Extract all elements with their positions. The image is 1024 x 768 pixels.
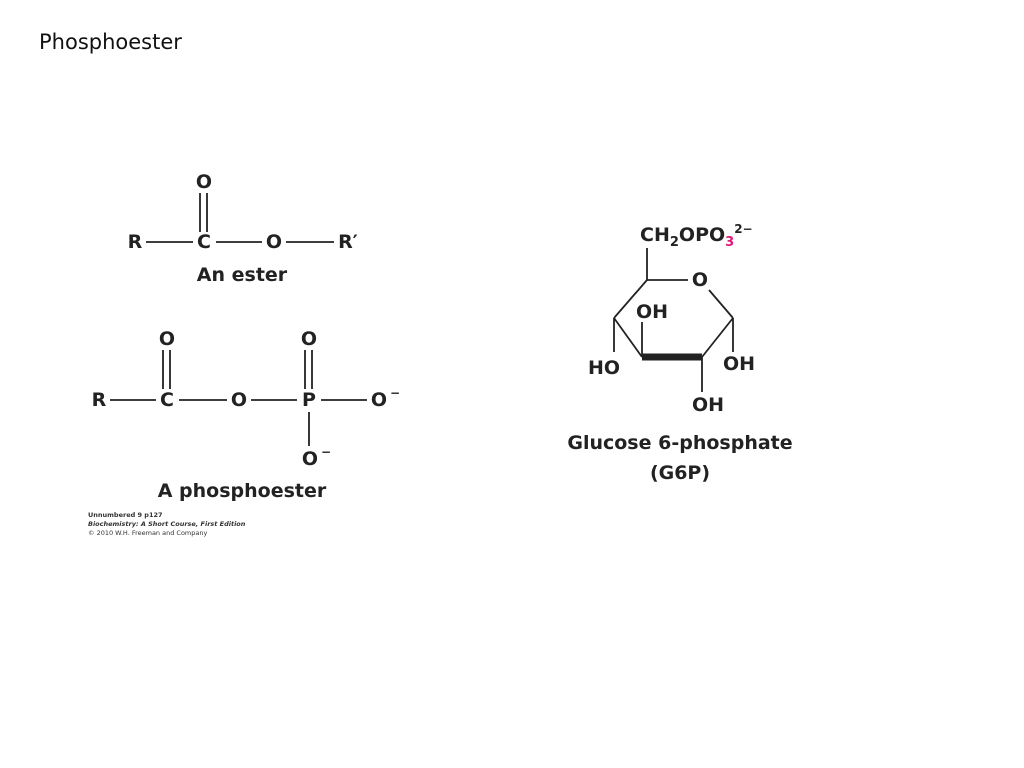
- g6p-substituent: CH2OPO32−: [640, 222, 753, 250]
- ester-r-prime-group: R′: [338, 231, 358, 253]
- g6p-oh-right: OH: [723, 353, 755, 375]
- ester-bridge-oxygen: O: [266, 231, 282, 253]
- g6p-bond-c4-c5: [613, 279, 648, 319]
- phosphoester-right-oxygen: O: [371, 389, 387, 411]
- figure-credit: Unnumbered 9 p127 Biochemistry: A Short …: [88, 511, 246, 537]
- credit-book-title: Biochemistry: A Short Course, First Edit…: [88, 520, 246, 528]
- phosphoester-r-group: R: [92, 389, 107, 411]
- g6p-ho-left: HO: [588, 357, 620, 379]
- slide-title: Phosphoester: [39, 30, 182, 54]
- ester-caption: An ester: [197, 264, 288, 286]
- credit-figure-number: Unnumbered 9 p127: [88, 511, 163, 519]
- phosphoester-right-charge: −: [390, 386, 400, 400]
- g6p-ring-oxygen: O: [692, 269, 708, 291]
- g6p-caption-name: Glucose 6-phosphate: [567, 432, 792, 454]
- g6p-bond-c3-c4: [613, 317, 643, 358]
- ester-r-group: R: [128, 231, 143, 253]
- g6p-caption-abbrev: (G6P): [650, 462, 710, 484]
- phosphoester-caption: A phosphoester: [158, 480, 327, 502]
- g6p-oh-top: OH: [636, 301, 668, 323]
- phosphoester-bottom-oxygen: O: [302, 448, 318, 470]
- credit-copyright: © 2010 W.H. Freeman and Company: [88, 529, 207, 537]
- g6p-bond-c1-c2: [701, 317, 734, 358]
- phosphoester-phosphorus: P: [302, 389, 316, 411]
- phosphoester-structure: O O R C O P O − O − A phosphoester: [92, 328, 400, 502]
- phosphoester-carbonyl-oxygen: O: [159, 328, 175, 350]
- phosphoester-bottom-charge: −: [321, 445, 331, 459]
- phosphoester-bridge-oxygen: O: [231, 389, 247, 411]
- g6p-structure: CH2OPO32− O OH HO OH OH Glucose 6-phosph…: [567, 222, 792, 484]
- ester-carbon: C: [197, 231, 211, 253]
- g6p-bond-o-c1: [708, 289, 734, 319]
- phosphoester-carbon: C: [160, 389, 174, 411]
- phosphoester-phosphoryl-oxygen: O: [301, 328, 317, 350]
- ester-carbonyl-oxygen: O: [196, 171, 212, 193]
- g6p-oh-bottom: OH: [692, 394, 724, 416]
- ester-structure: O R C O R′ An ester: [128, 171, 358, 286]
